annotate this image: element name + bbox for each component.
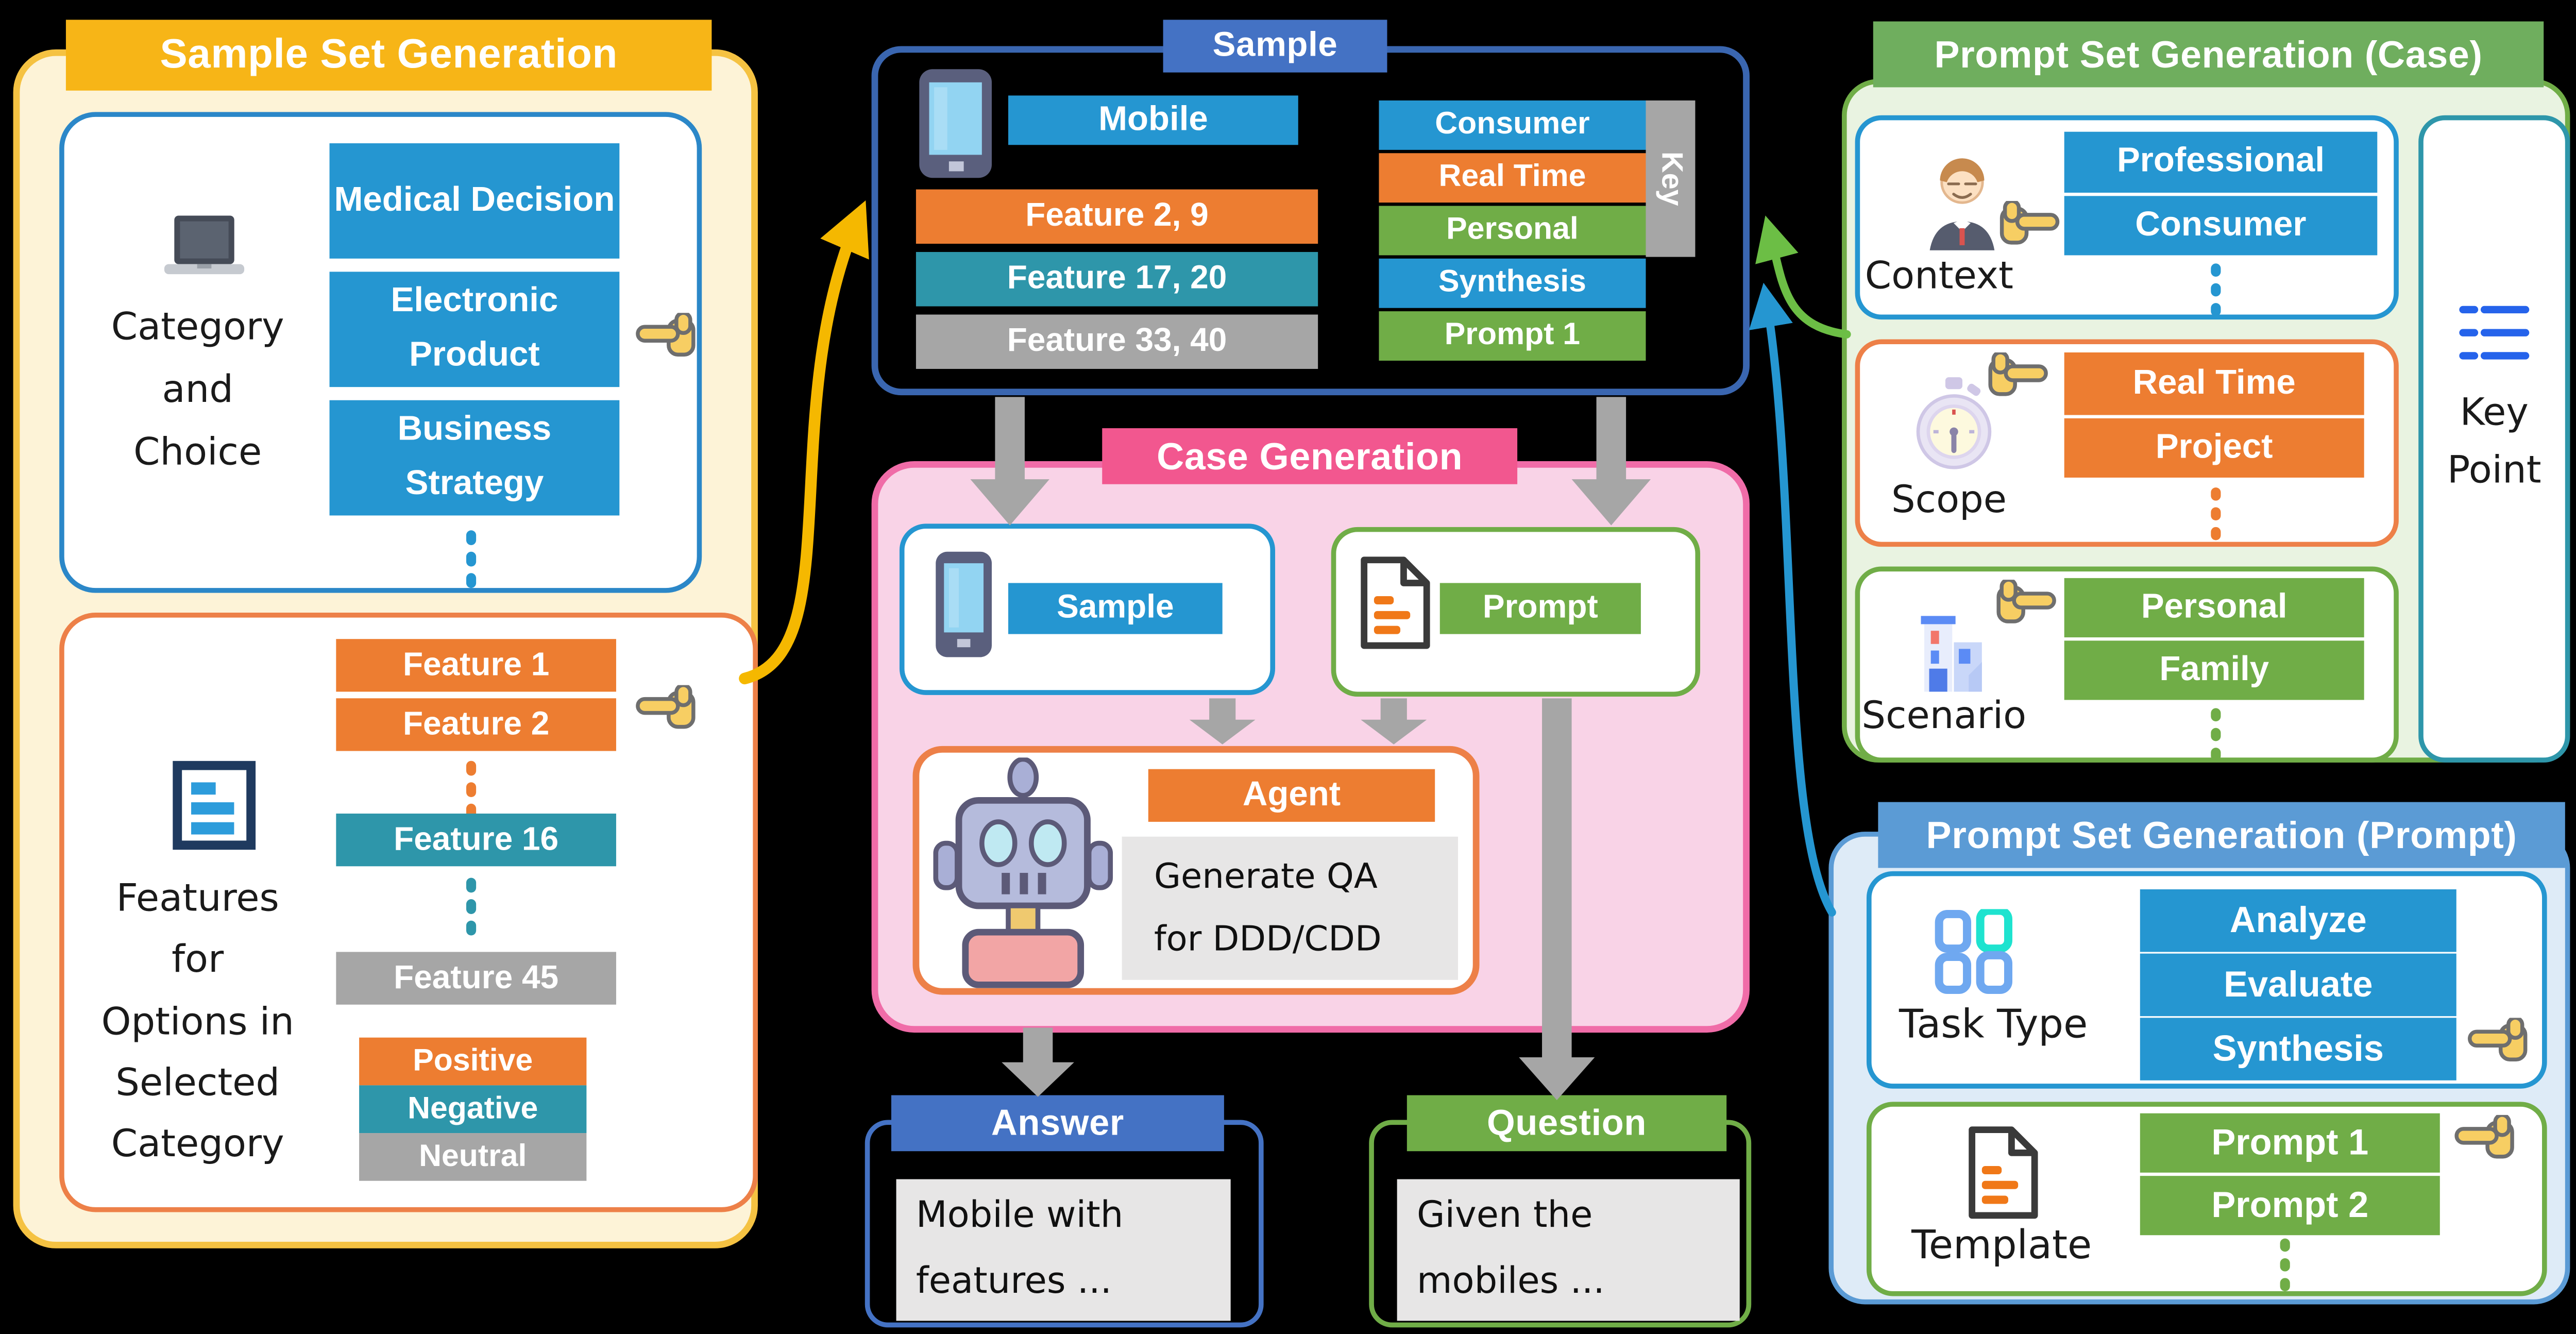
- stopwatch-icon: [1916, 377, 1992, 469]
- task-grid-icon: [1935, 909, 2012, 994]
- template-chip-prompt1: Prompt 1: [2140, 1113, 2440, 1173]
- arrow-down-icon: [1571, 397, 1651, 526]
- scope-chip-project: Project: [2064, 418, 2364, 478]
- key-chip-personal: Personal: [1379, 206, 1646, 256]
- pointing-hand-left-icon: [2454, 1115, 2514, 1159]
- feature-chip-16: Feature 16: [336, 813, 616, 867]
- sentiment-chip-neutral: Neutral: [359, 1133, 587, 1181]
- mobile-phone-icon: [919, 69, 992, 178]
- key-chip-synthesis: Synthesis: [1379, 258, 1646, 308]
- case-sample-chip: Sample: [1008, 583, 1223, 634]
- option-chip-medical-decision: Medical Decision: [329, 143, 620, 259]
- ellipsis-dots-green: [2211, 708, 2221, 761]
- ellipsis-dots-orange: [2211, 487, 2221, 541]
- mobile-phone-icon: [936, 551, 992, 657]
- arrow-down-icon: [970, 397, 1049, 526]
- feature-chip-45: Feature 45: [336, 952, 616, 1005]
- arrow-down-icon: [1519, 698, 1595, 1101]
- ellipsis-dots-orange: [466, 761, 477, 819]
- prompt-set-prompt-header: Prompt Set Generation (Prompt): [1878, 802, 2565, 868]
- building-icon: [1921, 616, 1982, 692]
- pointing-hand-right-icon: [1996, 580, 2056, 623]
- sample-set-generation-header: Sample Set Generation: [65, 20, 712, 91]
- pointing-hand-left-icon: [636, 685, 696, 729]
- scope-chip-realtime: Real Time: [2064, 352, 2364, 415]
- agent-text-panel: Generate QA for DDD/CDD: [1122, 836, 1458, 980]
- arrow-down-icon: [1189, 698, 1256, 745]
- question-text-panel: Given the mobiles ...: [1397, 1179, 1740, 1321]
- curved-arrow-blue: [1749, 282, 1836, 917]
- scenario-chip-family: Family: [2064, 640, 2364, 700]
- ellipsis-dots-teal: [466, 877, 477, 936]
- task-type-label: Task Type: [1899, 1001, 2088, 1048]
- pointing-hand-left-icon: [2468, 1018, 2528, 1061]
- prompt-set-case-header: Prompt Set Generation (Case): [1873, 21, 2544, 88]
- case-prompt-chip: Prompt: [1439, 583, 1641, 634]
- case-generation-header: Case Generation: [1102, 428, 1518, 484]
- task-chip-analyze: Analyze: [2140, 889, 2456, 952]
- task-chip-evaluate: Evaluate: [2140, 953, 2456, 1017]
- pointing-hand-right-icon: [1988, 352, 2048, 396]
- answer-header: Answer: [891, 1095, 1224, 1152]
- question-header: Question: [1406, 1095, 1727, 1152]
- ellipsis-dots-green: [2280, 1238, 2290, 1291]
- laptop-icon: [164, 215, 245, 275]
- context-chip-consumer: Consumer: [2064, 196, 2378, 256]
- option-chip-electronic-product: Electronic Product: [329, 272, 620, 387]
- features-label: Features for Options in Selected Categor…: [101, 877, 294, 1166]
- key-chip-consumer: Consumer: [1379, 100, 1646, 150]
- scenario-label: Scenario: [1861, 695, 2027, 738]
- robot-icon: [933, 757, 1113, 988]
- category-choice-label: Category and Choice: [111, 306, 284, 475]
- arrow-down-icon: [1002, 1027, 1074, 1097]
- option-chip-business-strategy: Business Strategy: [329, 400, 620, 516]
- arrow-down-icon: [1361, 698, 1427, 745]
- curved-arrow-green: [1755, 215, 1851, 339]
- curved-arrow-yellow: [739, 200, 869, 685]
- sentiment-chip-positive: Positive: [359, 1037, 587, 1086]
- feature-list-icon: [173, 761, 256, 850]
- feature-chip-1: Feature 1: [336, 639, 616, 692]
- scenario-chip-personal: Personal: [2064, 578, 2364, 637]
- pointing-hand-right-icon: [1999, 200, 2060, 245]
- context-chip-professional: Professional: [2064, 131, 2378, 193]
- bullet-list-icon: [2459, 306, 2530, 360]
- key-point-box: [2418, 115, 2570, 763]
- template-label: Template: [1911, 1222, 2092, 1269]
- product-chip-mobile: Mobile: [1008, 95, 1298, 145]
- prompt-document-icon: [1361, 556, 1430, 649]
- sample-feature-chip-2: Feature 17, 20: [916, 252, 1318, 307]
- pointing-hand-left-icon: [636, 313, 696, 357]
- sentiment-chip-negative: Negative: [359, 1085, 587, 1134]
- feature-chip-2: Feature 2: [336, 698, 616, 751]
- key-tab: Key: [1646, 100, 1696, 257]
- ellipsis-dots-blue: [466, 530, 477, 588]
- sample-feature-chip-3: Feature 33, 40: [916, 314, 1318, 369]
- ellipsis-dots-blue: [2211, 263, 2221, 316]
- person-icon: [1929, 158, 1995, 250]
- context-label: Context: [1865, 255, 2013, 298]
- key-chip-realtime: Real Time: [1379, 153, 1646, 203]
- key-point-label: Key Point: [2447, 392, 2541, 492]
- sample-header: Sample: [1163, 20, 1387, 73]
- agent-chip: Agent: [1148, 769, 1435, 822]
- template-document-icon: [1969, 1126, 2038, 1219]
- scope-label: Scope: [1891, 479, 2007, 522]
- key-chip-prompt1: Prompt 1: [1379, 311, 1646, 361]
- template-chip-prompt2: Prompt 2: [2140, 1176, 2440, 1236]
- sample-feature-chip-1: Feature 2, 9: [916, 189, 1318, 244]
- task-chip-synthesis: Synthesis: [2140, 1018, 2456, 1080]
- answer-text-panel: Mobile with features ...: [896, 1179, 1231, 1321]
